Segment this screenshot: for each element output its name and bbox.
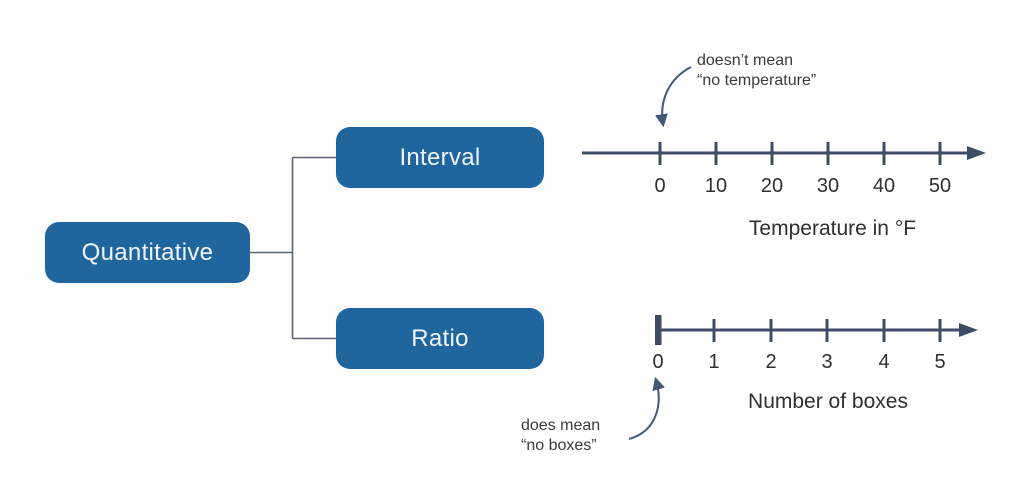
tick-label: 20 xyxy=(760,175,784,197)
arrow-right-icon xyxy=(959,323,978,337)
tick-label: 0 xyxy=(652,351,664,373)
tick-label: 30 xyxy=(816,175,840,197)
node-interval-label: Interval xyxy=(399,143,481,171)
node-quantitative: Quantitative xyxy=(45,222,250,283)
tick-label: 1 xyxy=(708,351,720,373)
annotation-line: doesn’t mean xyxy=(697,52,794,69)
arrow-right-icon xyxy=(967,146,986,160)
tree-connector-lines xyxy=(250,156,337,340)
tick-label: 40 xyxy=(872,175,896,197)
annotation-line: does mean xyxy=(521,417,601,434)
curved-arrow-icon xyxy=(628,376,665,440)
annotation-line: “no temperature” xyxy=(697,72,817,89)
tick-label: 3 xyxy=(821,351,833,373)
interval-axis-label: Temperature in °F xyxy=(748,217,917,240)
curved-arrow-icon xyxy=(655,66,692,128)
tick-label: 4 xyxy=(878,351,890,373)
node-ratio-label: Ratio xyxy=(411,324,469,352)
ratio-number-line xyxy=(655,315,978,345)
tick-label: 10 xyxy=(704,175,728,197)
annotation-line: “no boxes” xyxy=(521,437,597,454)
interval-number-line xyxy=(582,142,986,165)
tick-label: 5 xyxy=(934,351,946,373)
interval-zero-annotation: doesn’t mean “no temperature” xyxy=(697,51,816,91)
tick-label: 2 xyxy=(765,351,777,373)
ratio-axis-label: Number of boxes xyxy=(748,390,908,413)
node-quantitative-label: Quantitative xyxy=(81,238,214,266)
node-interval: Interval xyxy=(336,127,544,188)
node-ratio: Ratio xyxy=(336,308,544,369)
tick-label: 50 xyxy=(928,175,952,197)
ratio-zero-annotation: does mean “no boxes” xyxy=(521,416,600,456)
tick-label: 0 xyxy=(654,175,666,197)
